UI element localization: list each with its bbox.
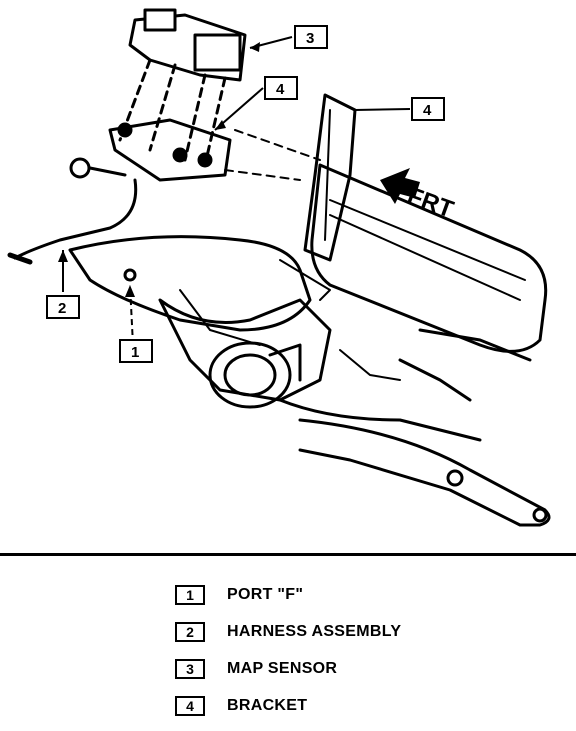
svg-text:2: 2 [58,300,66,317]
bracket-left [108,118,232,182]
callout-1: 1 [119,339,153,363]
legend-number: 3 [175,659,205,679]
legend-item-port-f: 1 PORT "F" [175,583,515,607]
callout-2: 2 [46,295,80,319]
legend-label: HARNESS ASSEMBLY [227,623,402,640]
legend-item-bracket: 4 BRACKET [175,694,515,718]
engine-diagram: FRT 3 4 4 2 1 [7,8,551,527]
plenum-outline [68,235,312,332]
intake-manifold [158,298,332,402]
svg-text:4: 4 [276,81,285,98]
frt-label: FRT [404,182,457,223]
svg-text:4: 4 [423,102,432,119]
legend: 1 PORT "F" 2 HARNESS ASSEMBLY 3 MAP SENS… [175,583,515,731]
legend-label: MAP SENSOR [227,660,338,677]
legend-label: BRACKET [227,697,308,714]
legend-number: 4 [175,696,205,716]
front-direction-arrow: FRT [380,168,457,224]
legend-item-map-sensor: 3 MAP SENSOR [175,657,515,681]
valve-cover [310,163,548,353]
svg-text:3: 3 [306,30,314,47]
legend-item-harness-assembly: 2 HARNESS ASSEMBLY [175,620,515,644]
divider [0,553,576,556]
svg-text:1: 1 [131,344,139,361]
callout-3: 3 [294,25,328,49]
legend-label: PORT "F" [227,586,304,603]
callout-4-left: 4 [264,76,298,100]
callout-4-right: 4 [411,97,445,121]
legend-number: 1 [175,585,205,605]
harness-wire [13,178,138,260]
legend-number: 2 [175,622,205,642]
